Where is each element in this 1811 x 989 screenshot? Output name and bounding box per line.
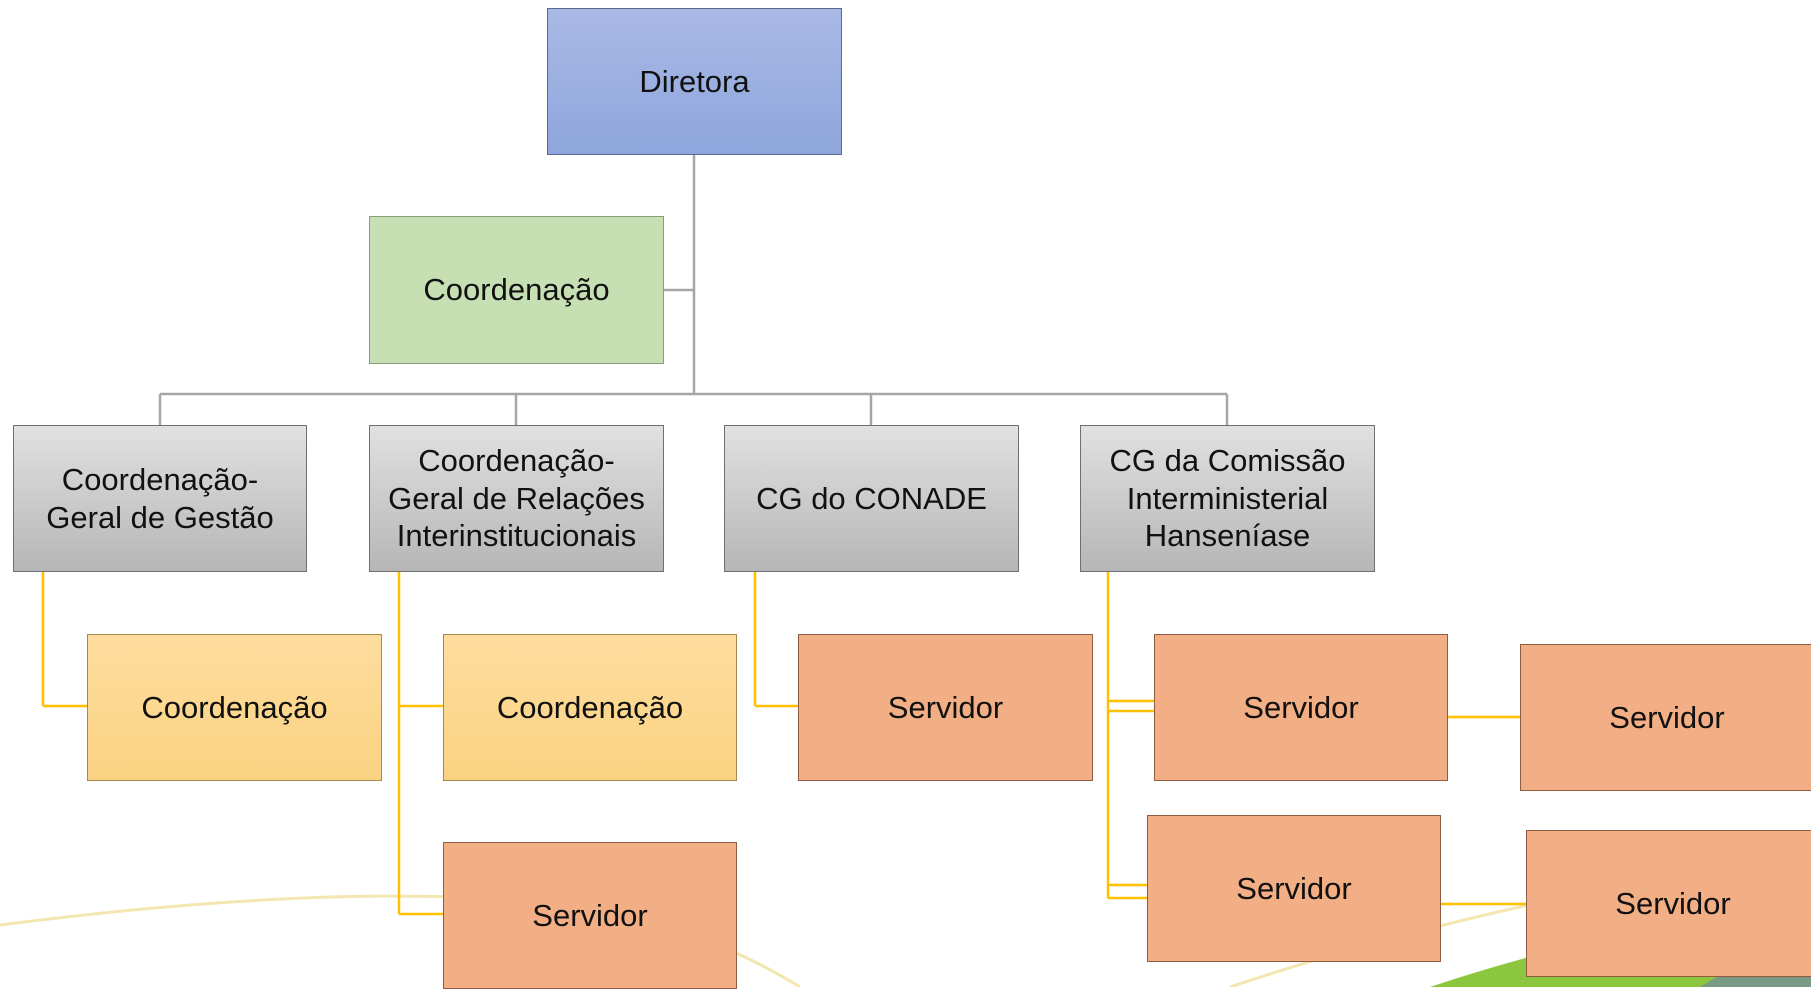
servant-box-relacoes: Servidor [443,842,737,989]
general-coordination-relacoes: Coordenação- Geral de Relações Interinst… [369,425,664,572]
general-coordination-gestao: Coordenação- Geral de Gestão [13,425,307,572]
servant-box-conade: Servidor [798,634,1093,781]
gold-connectors [41,572,1526,916]
servant-box-hanseniase-1: Servidor [1154,634,1448,781]
servant-box-hanseniase-1-sub: Servidor [1520,644,1811,791]
servant-box-hanseniase-2: Servidor [1147,815,1441,962]
coordination-box-relacoes: Coordenação [443,634,737,781]
gray-connectors [158,155,1229,425]
general-coordination-hanseniase: CG da Comissão Interministerial Hansenía… [1080,425,1375,572]
servant-box-hanseniase-2-sub: Servidor [1526,830,1811,977]
coordination-box-top: Coordenação [369,216,664,364]
general-coordination-conade: CG do CONADE [724,425,1019,572]
coordination-box-gestao: Coordenação [87,634,382,781]
director-box: Diretora [547,8,842,155]
